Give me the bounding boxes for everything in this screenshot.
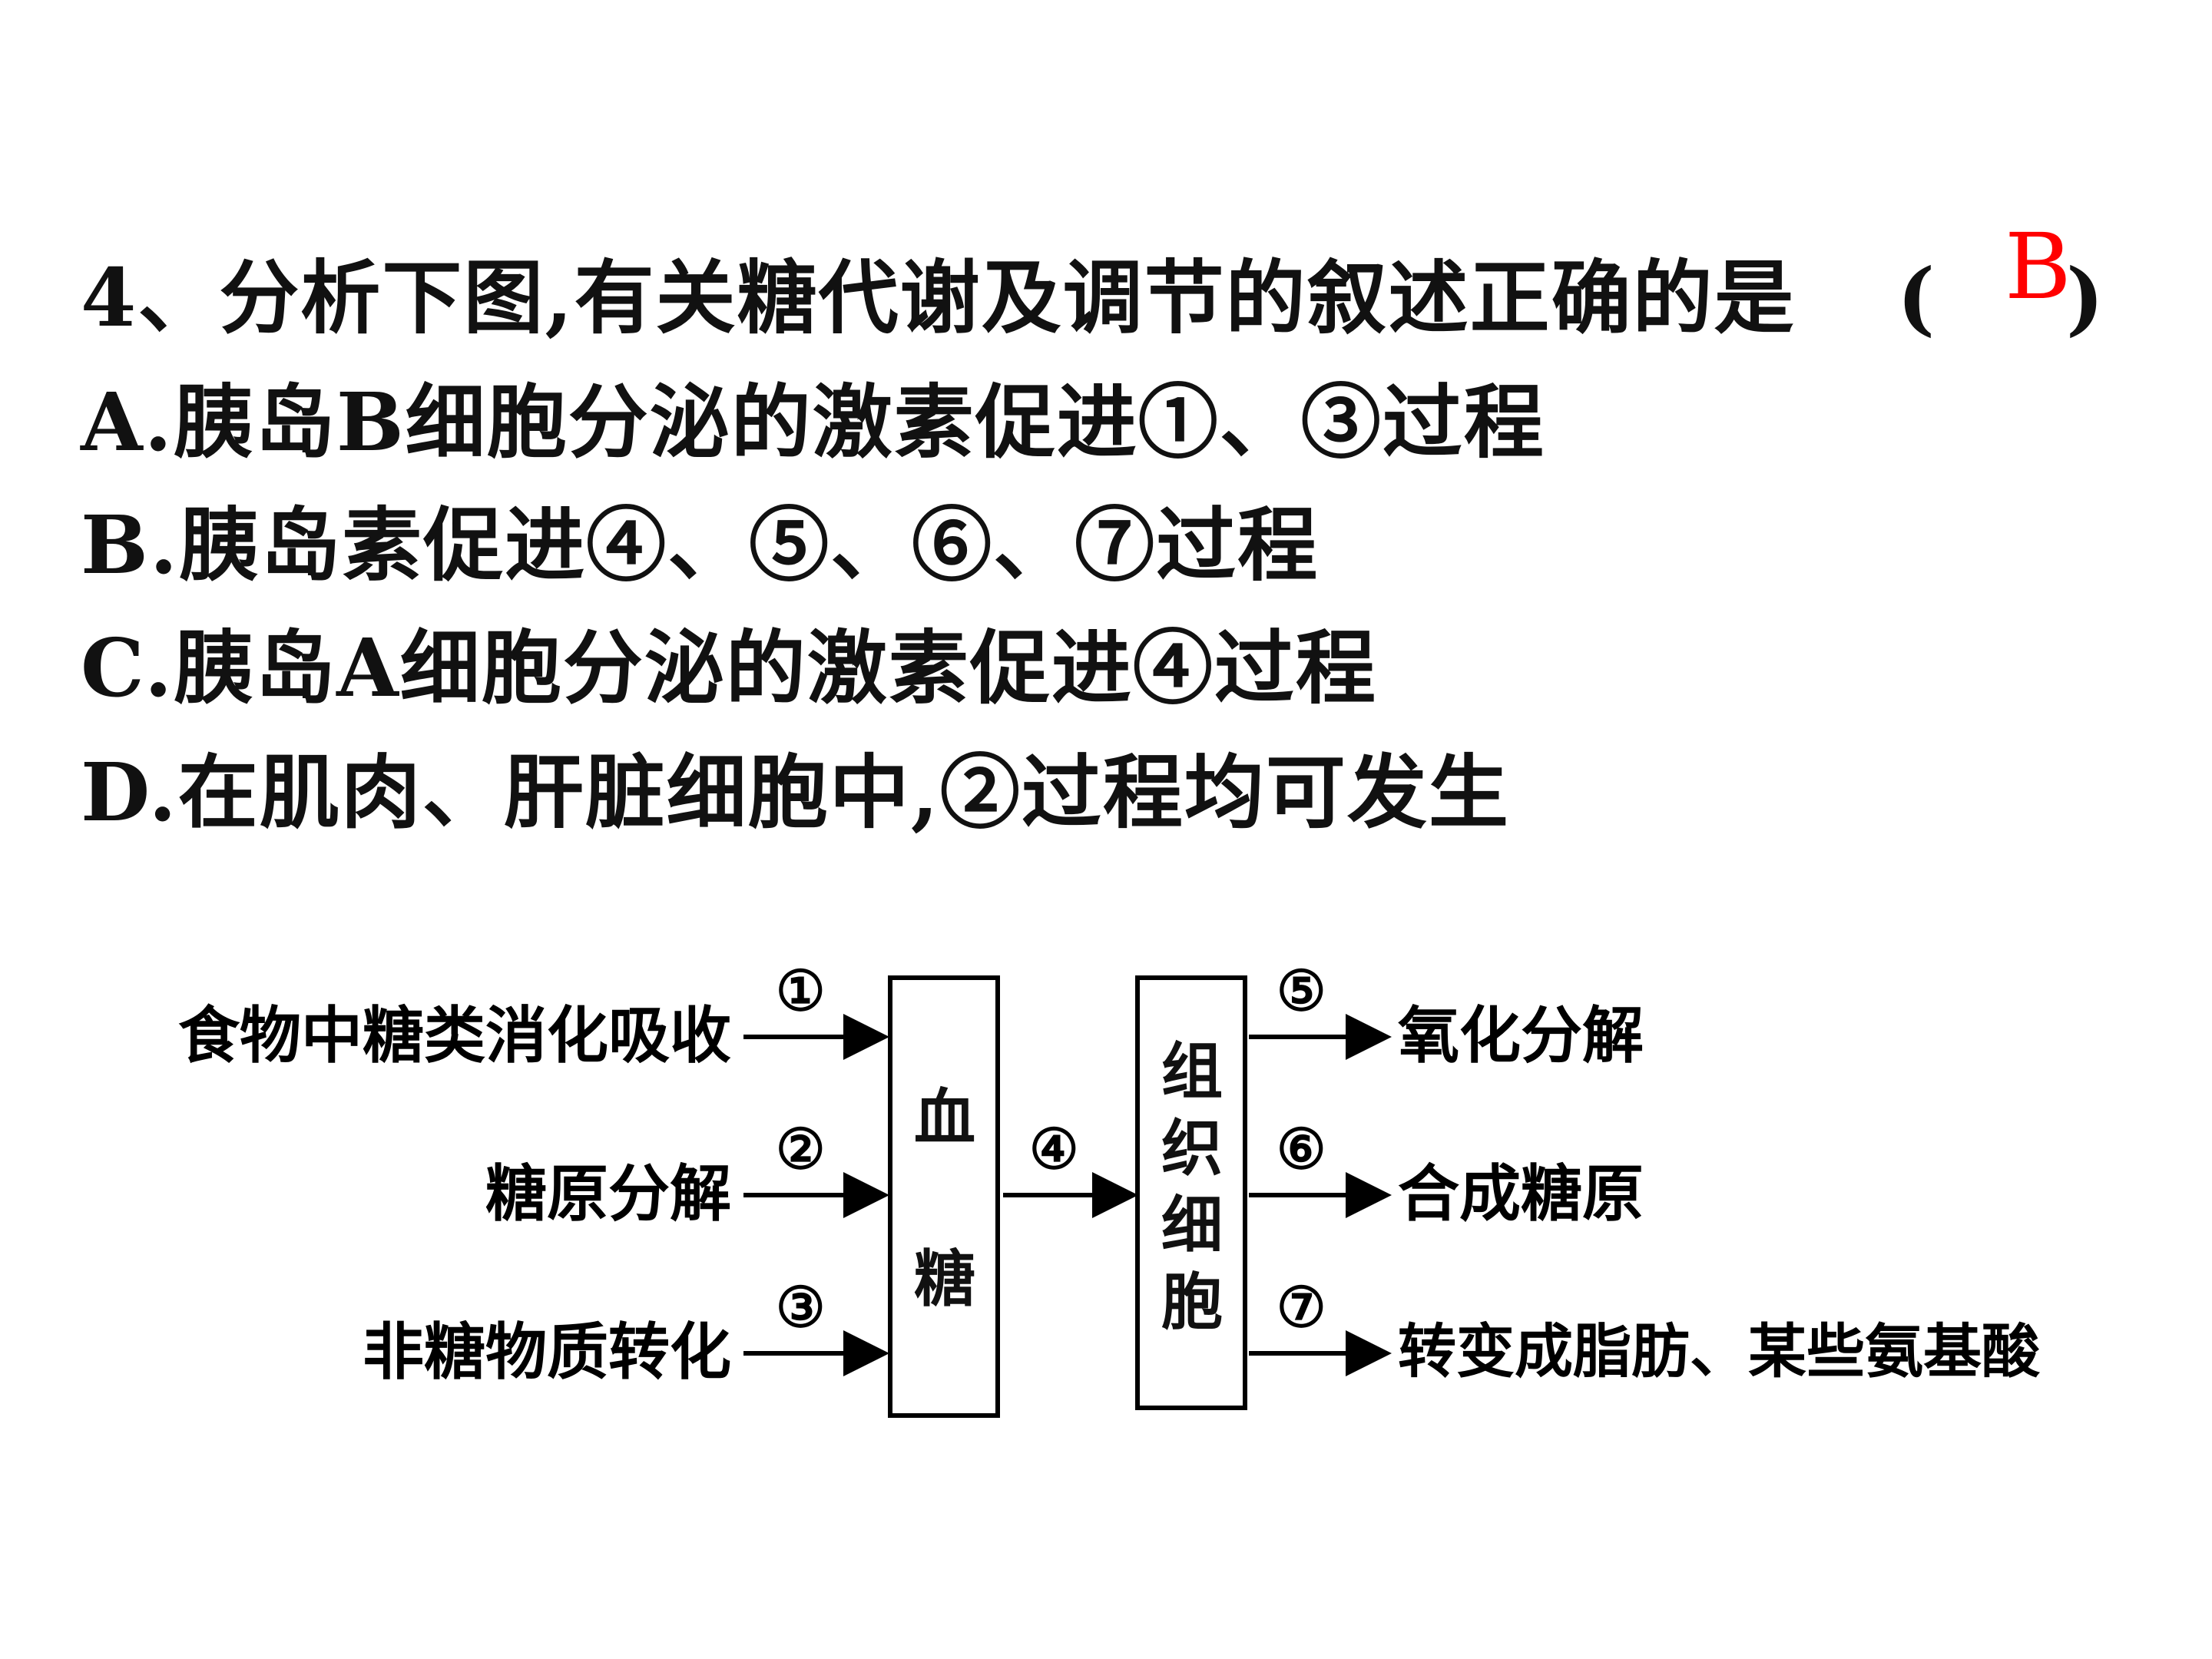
blood-sugar-char-1: 血	[914, 1081, 975, 1154]
source-non-sugar-conversion: 非糖物质转化	[363, 1316, 731, 1388]
blood-sugar-char-2: 糖	[914, 1243, 975, 1315]
step-label-5: ⑤	[1277, 958, 1326, 1023]
step-label-3: ③	[776, 1274, 826, 1339]
option-d: D.在肌肉、肝脏细胞中,②过程均可发生	[81, 745, 1510, 839]
option-b: B.胰岛素促进④、⑤、⑥、⑦过程	[81, 498, 1320, 592]
tissue-cell-char-2: 织	[1161, 1112, 1223, 1184]
blood-sugar-box	[888, 975, 1000, 1418]
source-food-digestion: 食物中糖类消化吸收	[178, 999, 731, 1071]
step-label-6: ⑥	[1277, 1116, 1326, 1181]
step-label-2: ②	[776, 1116, 826, 1181]
option-a: A.胰岛B细胞分泌的激素促进①、③过程	[81, 375, 1545, 469]
output-glycogen-synthesis: 合成糖原	[1398, 1157, 1644, 1230]
tissue-cell-char-4: 胞	[1161, 1266, 1223, 1338]
question-stem: 4、分析下图,有关糖代谢及调节的叙述正确的是	[81, 250, 1796, 345]
tissue-cell-char-3: 细	[1161, 1189, 1223, 1261]
answer-mark: B	[2005, 214, 2071, 320]
source-glycogen-breakdown: 糖原分解	[485, 1157, 731, 1230]
step-label-1: ①	[776, 958, 826, 1023]
output-convert-fat-amino: 转变成脂肪、某些氨基酸	[1398, 1317, 2040, 1386]
tissue-cell-box	[1135, 975, 1247, 1410]
output-oxidation: 氧化分解	[1398, 999, 1644, 1071]
step-label-7: ⑦	[1277, 1274, 1326, 1339]
tissue-cell-char-1: 组	[1161, 1035, 1223, 1108]
answer-paren-close: )	[2066, 250, 2104, 345]
answer-paren-open: (	[1897, 250, 1936, 345]
option-c: C.胰岛A细胞分泌的激素促进④过程	[81, 621, 1377, 715]
step-label-4: ④	[1029, 1116, 1079, 1181]
